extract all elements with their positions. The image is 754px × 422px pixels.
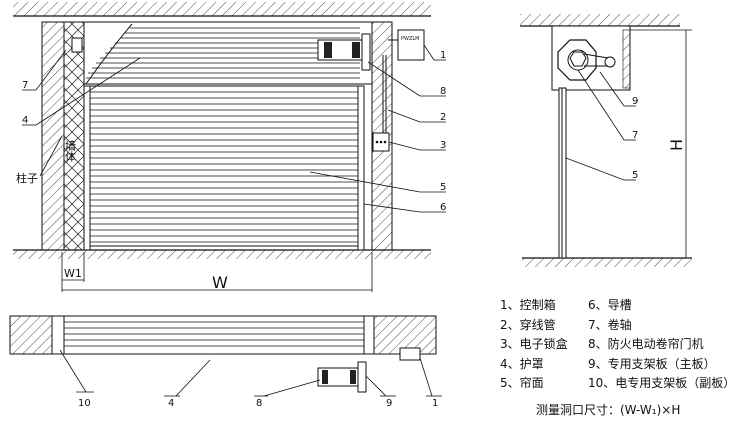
cover-curve: [85, 23, 133, 85]
top-motor: [317, 361, 367, 393]
callout-5-side: 5: [632, 170, 638, 181]
control-box: [397, 29, 425, 61]
pillar-column: [63, 21, 85, 251]
top-left-bracket: [51, 315, 65, 355]
callout-6-front: 6: [440, 202, 446, 213]
callout-7-side: 7: [632, 130, 638, 141]
side-view: H 9 7 5: [520, 14, 692, 267]
callout-9-top: 9: [386, 398, 392, 409]
callout-3-front: 3: [440, 140, 446, 151]
measurement-formula: 测量洞口尺寸：(W-W₁)×H: [536, 403, 681, 417]
front-callout-lines: [22, 44, 446, 213]
dim-w: W: [212, 273, 228, 292]
guide-rail-right: [357, 85, 365, 251]
roller-shaft: [71, 37, 83, 53]
dim-w1: W1: [64, 267, 82, 280]
side-ceiling-hatch: [520, 14, 680, 26]
curtain-slats: [89, 85, 359, 247]
top-left-wall: [9, 315, 53, 355]
front-view: 墙体: [13, 2, 446, 292]
top-control-box: [399, 347, 421, 361]
pillar-label: 柱子: [16, 171, 38, 185]
side-floor-hatch: [522, 258, 692, 267]
floor-hatch: [13, 250, 431, 259]
callout-5-front: 5: [440, 182, 446, 193]
control-box-text: PWZLM: [401, 36, 419, 42]
callout-9-side: 9: [632, 96, 638, 107]
left-wall: [41, 21, 65, 251]
dim-h: H: [667, 139, 686, 151]
callout-4-front: 4: [22, 115, 28, 126]
callout-2-front: 2: [440, 112, 446, 123]
wall-text: 墙体: [64, 139, 77, 162]
callout-4-top: 4: [168, 398, 174, 409]
callout-8-front: 8: [440, 86, 446, 97]
motor: [317, 33, 371, 71]
top-view: 10 4 8 9 1: [9, 315, 442, 409]
dimension-lines: [61, 252, 373, 292]
ceiling-hatch: [13, 2, 431, 16]
top-right-bracket: [363, 315, 375, 355]
callout-8-top: 8: [256, 398, 262, 409]
callout-1-top: 1: [432, 398, 438, 409]
guide-rail-left: [83, 85, 91, 251]
callout-1-front: 1: [440, 50, 446, 61]
callout-7-front: 7: [22, 80, 28, 91]
callout-10-top: 10: [78, 398, 91, 409]
